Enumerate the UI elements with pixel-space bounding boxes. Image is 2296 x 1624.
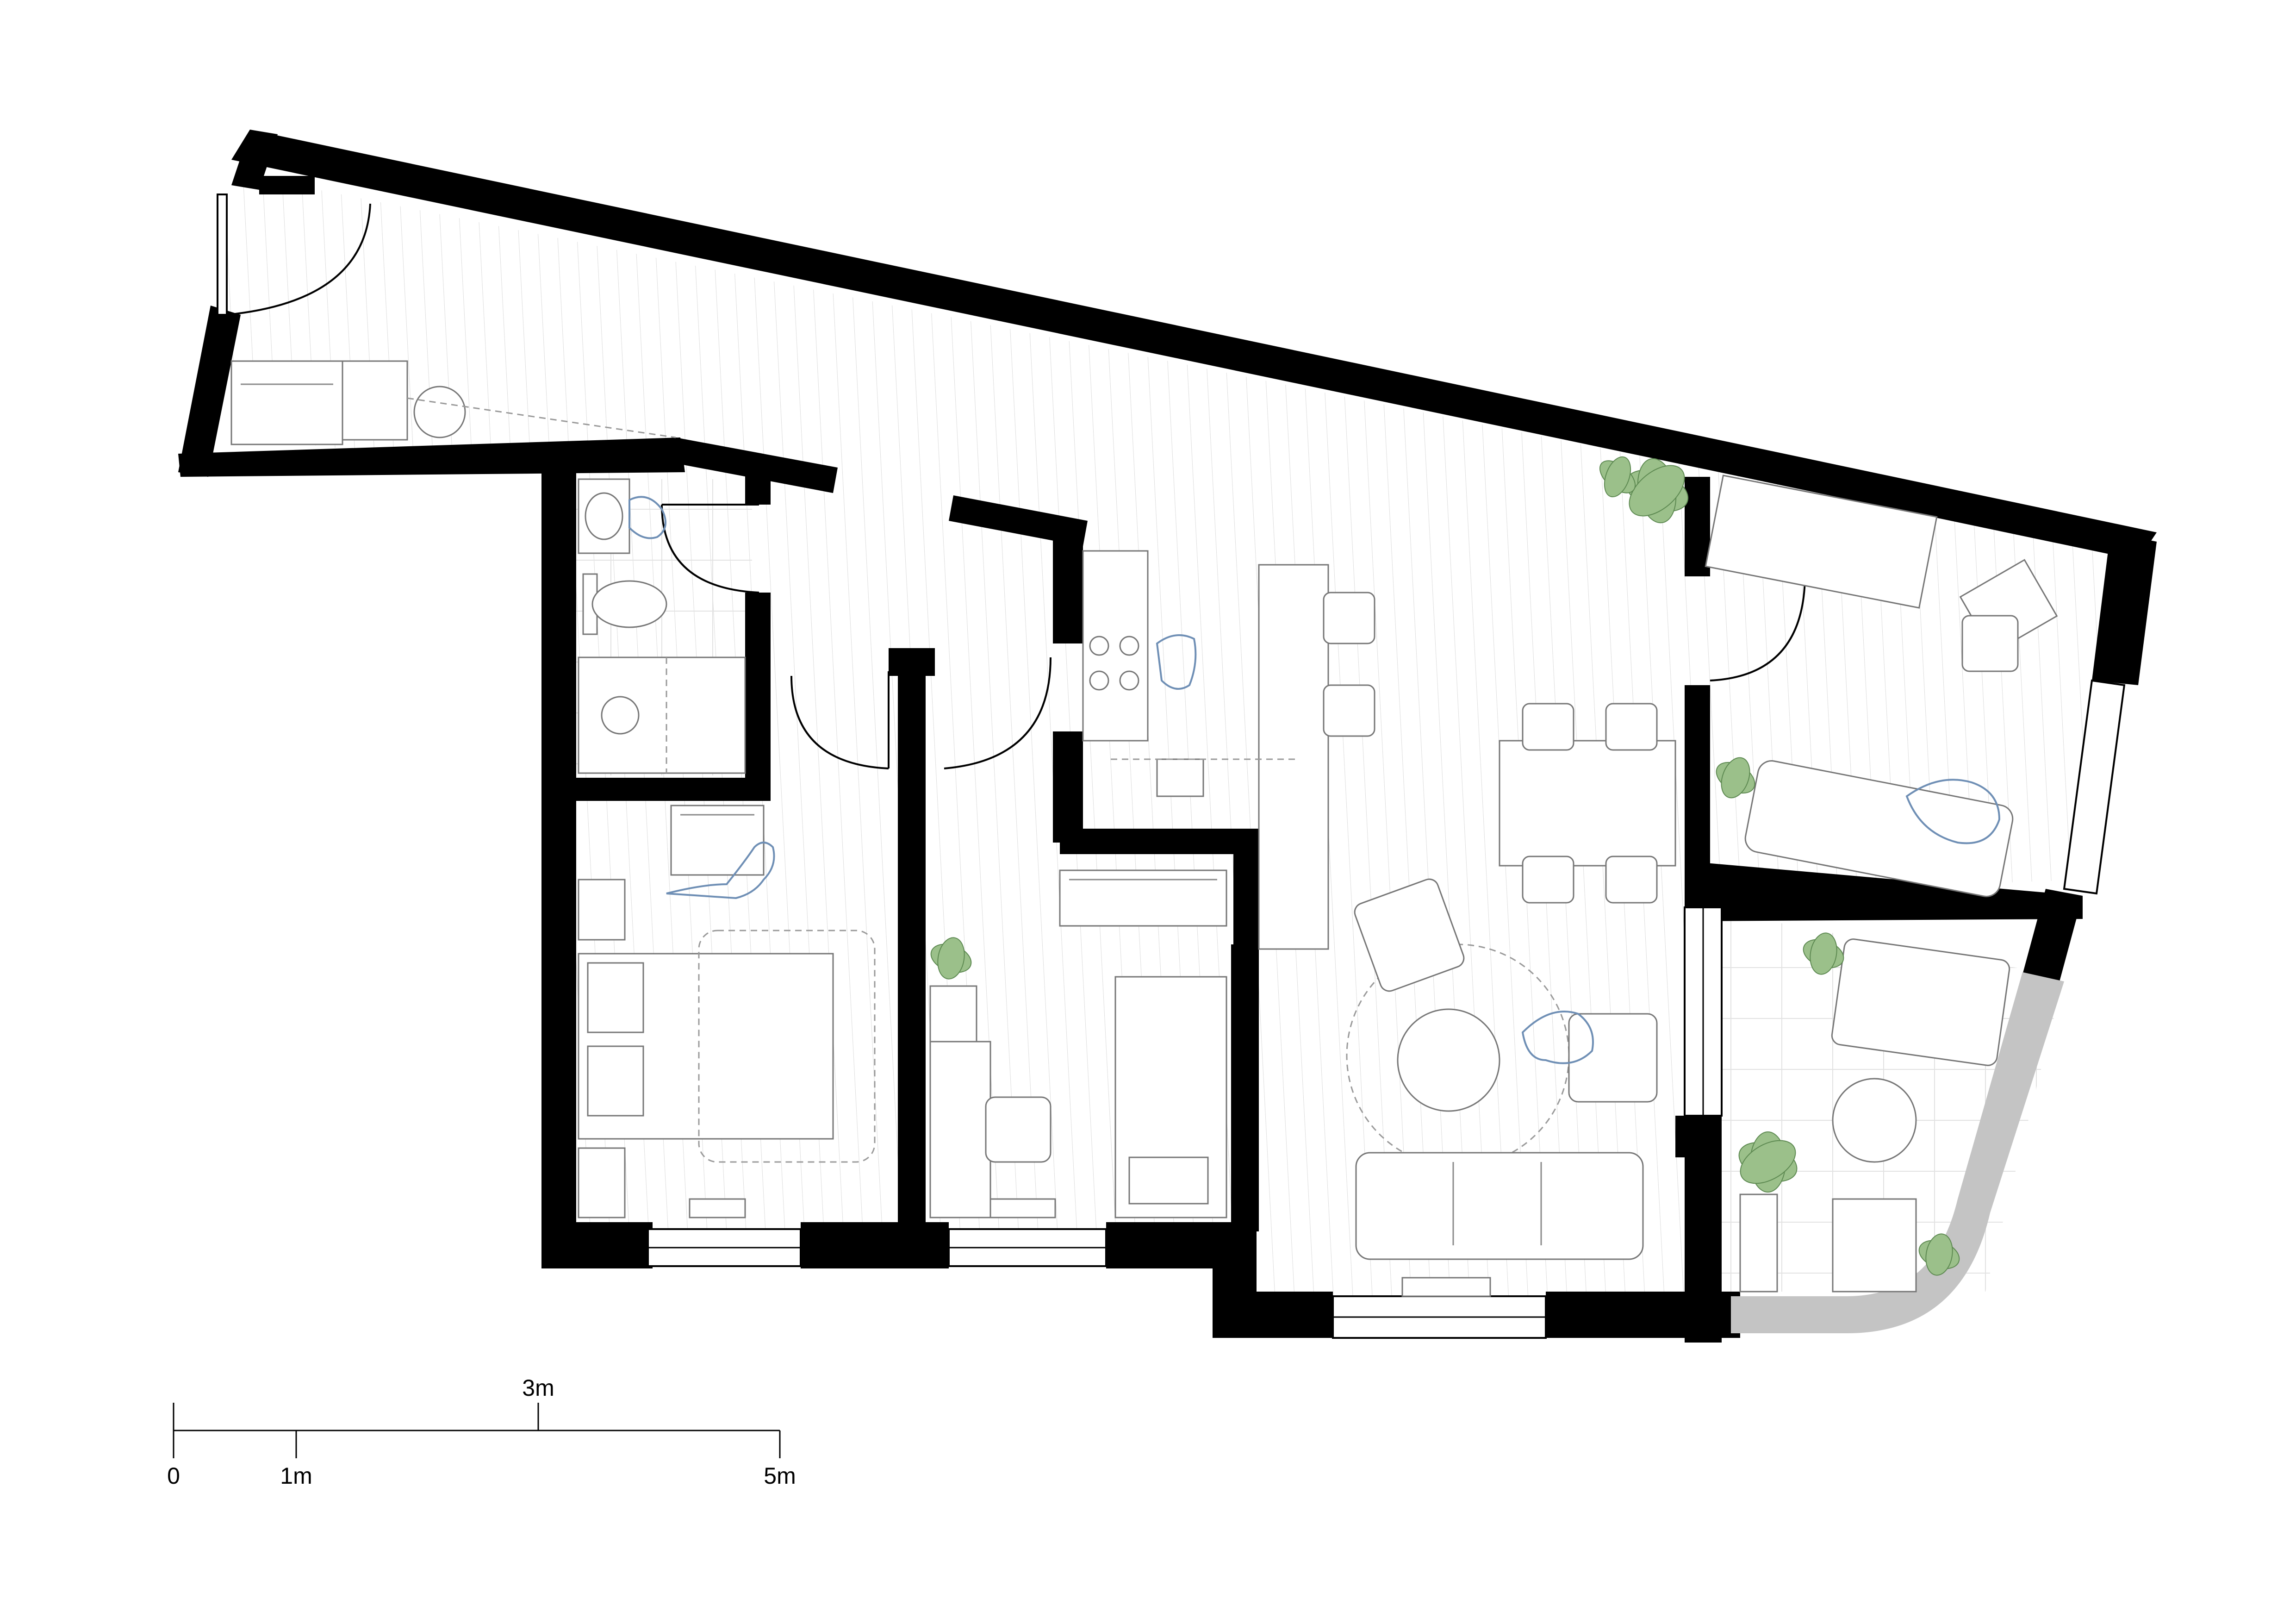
windows xyxy=(217,194,2126,1339)
balcony-chair xyxy=(1832,1198,1917,1293)
pillow xyxy=(1128,1156,1209,1205)
plant-icon xyxy=(1738,1131,1798,1193)
doors xyxy=(226,194,1806,769)
armchair-1 xyxy=(1354,878,1465,992)
plant-icon xyxy=(930,937,972,980)
kitchen xyxy=(1082,550,1375,950)
coffee-table xyxy=(1397,1008,1500,1112)
balcony-table xyxy=(1832,1078,1917,1163)
person-bedroom xyxy=(666,842,775,899)
scale-bar: 0 1m 3m 5m xyxy=(167,1375,796,1489)
pillow-1 xyxy=(587,962,644,1033)
interior-walls xyxy=(541,472,2083,1343)
scale-label-3m: 3m xyxy=(522,1375,554,1401)
plant-icon xyxy=(1625,458,1689,524)
kitchen-sink xyxy=(1156,758,1204,797)
wardrobe xyxy=(670,805,765,876)
plant-icon xyxy=(1599,456,1636,498)
plant-icon xyxy=(1918,1233,1960,1276)
shelving xyxy=(1705,475,1938,609)
desk xyxy=(929,1041,991,1218)
desk-chair xyxy=(985,1096,1052,1163)
scale-label-0: 0 xyxy=(167,1463,180,1489)
armchair-2 xyxy=(1568,1013,1658,1103)
plant-icon xyxy=(1716,757,1755,799)
dining-table xyxy=(1499,740,1676,867)
window-study xyxy=(2063,679,2126,895)
bedroom-1 xyxy=(578,805,876,1218)
person-bathroom xyxy=(628,496,666,539)
plants xyxy=(930,456,1960,1276)
sofa xyxy=(1355,1152,1644,1260)
entry-storage xyxy=(230,360,676,445)
bedroom-2 xyxy=(929,869,1227,1218)
people xyxy=(628,496,2001,1064)
balcony-sofa xyxy=(1831,938,2010,1066)
study-chair xyxy=(1961,615,2019,672)
bathroom xyxy=(578,478,746,774)
island xyxy=(1258,564,1329,950)
person-study xyxy=(1905,779,2001,844)
scale-label-1m: 1m xyxy=(280,1463,312,1489)
plant-icon xyxy=(1803,932,1844,975)
living xyxy=(1346,878,1658,1297)
dining xyxy=(1499,703,1676,904)
person-armchair xyxy=(1521,1011,1594,1064)
toilet-bowl xyxy=(591,580,667,628)
study xyxy=(1705,475,2058,897)
pillow-2 xyxy=(587,1045,644,1117)
person-kitchen xyxy=(1156,634,1197,690)
balcony xyxy=(1739,938,2010,1293)
day-bed xyxy=(1744,760,2014,897)
wardrobe xyxy=(1059,869,1227,927)
exterior-walls xyxy=(178,130,2157,1338)
scale-label-5m: 5m xyxy=(764,1463,796,1489)
